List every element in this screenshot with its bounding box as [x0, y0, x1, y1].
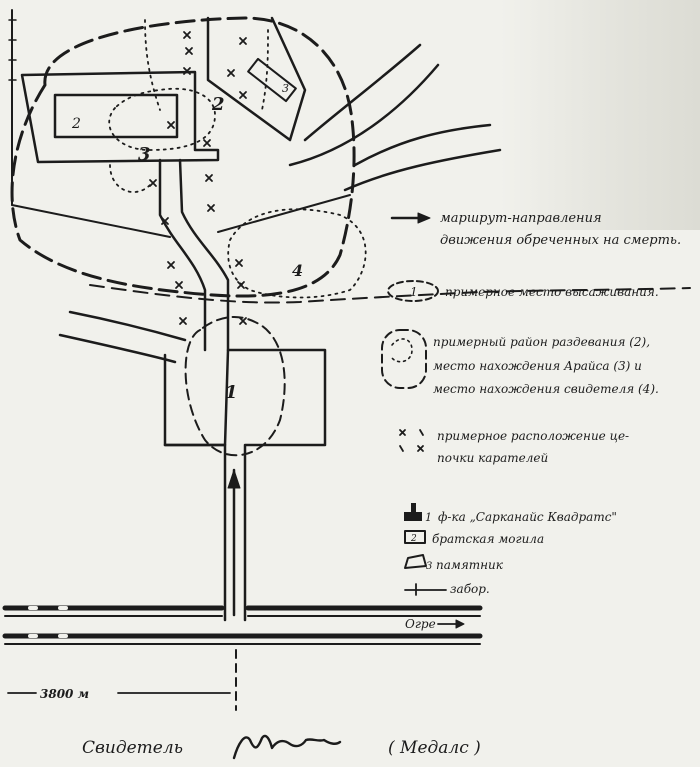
legend-boarding-number: 1 [410, 285, 418, 299]
zone-label-2-right: 2 [211, 94, 225, 115]
building-outline [20, 70, 220, 164]
cordon-marks [149, 31, 247, 325]
zone-1-building [163, 348, 327, 622]
curved-road-1 [303, 43, 422, 142]
distance-label: 3800 м [40, 687, 89, 701]
boundary-road-line [11, 204, 171, 238]
right-road-1 [353, 123, 492, 167]
legend-area-text-3: место нахождения свидетеля (4). [433, 382, 659, 396]
legend-grave-symbol [404, 530, 426, 544]
legend-factory-text: ф-ка „Сарканайс Квадратс" [438, 510, 617, 524]
ogre-arrow-head [455, 619, 465, 629]
legend-route-arrow-head [417, 212, 431, 224]
legend-route-text-1: маршрут-направления [440, 211, 602, 226]
zone-4-dotted [227, 208, 367, 299]
signature-scribble [232, 734, 342, 760]
lower-left-road-2 [58, 333, 177, 364]
left-fence-ticks [8, 19, 17, 81]
route-arrow-head [227, 469, 241, 489]
zone-label-1: 1 [225, 382, 238, 403]
zone-3-dotted [109, 164, 151, 193]
legend-monument-number: 3 [426, 561, 432, 572]
witness-name: ( Медалс ) [388, 738, 481, 758]
legend-fence-text: забор. [450, 582, 490, 596]
road-gaps [28, 606, 68, 638]
witness-label: Свидетель [82, 738, 183, 758]
zone-1-dashed-area [184, 315, 286, 457]
legend-cordon-text-1: примерное расположение це- [437, 429, 629, 443]
zone-label-2-left: 2 [71, 116, 81, 132]
legend-monument-text: памятник [436, 558, 504, 572]
legend-boarding-text: примерное место высаживания. [445, 285, 659, 299]
legend-area-text-2: место нахождения Арайса (3) и [433, 359, 642, 373]
zone-label-3-small: 3 [282, 82, 289, 95]
legend-grave-text: братская могила [432, 532, 544, 546]
legend-factory-symbol [404, 503, 422, 521]
angled-building [206, 16, 307, 142]
legend-grave-number: 2 [410, 534, 417, 544]
top-dotted-2 [261, 29, 269, 111]
central-passage-right [178, 158, 230, 352]
monument-rect [247, 57, 297, 103]
legend-factory-number: 1 [425, 511, 432, 524]
mass-grave-rect [53, 93, 179, 139]
zone-label-4: 4 [292, 261, 303, 280]
legend-area-dotted [391, 338, 413, 363]
right-road-2 [343, 148, 502, 192]
legend-boarding-symbol [387, 280, 439, 302]
lower-left-road-1 [68, 310, 187, 342]
route-dashed-long [89, 284, 691, 304]
legend-route-text-2: движения обреченных на смерть. [440, 233, 681, 248]
upper-road [217, 194, 351, 233]
ogre-label: Огре [405, 617, 436, 631]
legend-cordon-marks [399, 429, 424, 452]
legend-area-text-1: примерный район раздевания (2), [433, 335, 650, 349]
top-dotted-1 [144, 19, 161, 111]
legend-cordon-text-2: почки карателей [437, 451, 548, 465]
legend-area-symbol [381, 329, 427, 389]
zone-2-dotted [108, 87, 216, 151]
legend-monument-symbol [404, 554, 427, 569]
zone-label-3: 3 [138, 144, 151, 165]
paper-shadow [500, 0, 700, 230]
zone-1-left-wall [163, 443, 227, 622]
curved-road-2 [288, 63, 440, 167]
territory-boundary [10, 16, 356, 298]
